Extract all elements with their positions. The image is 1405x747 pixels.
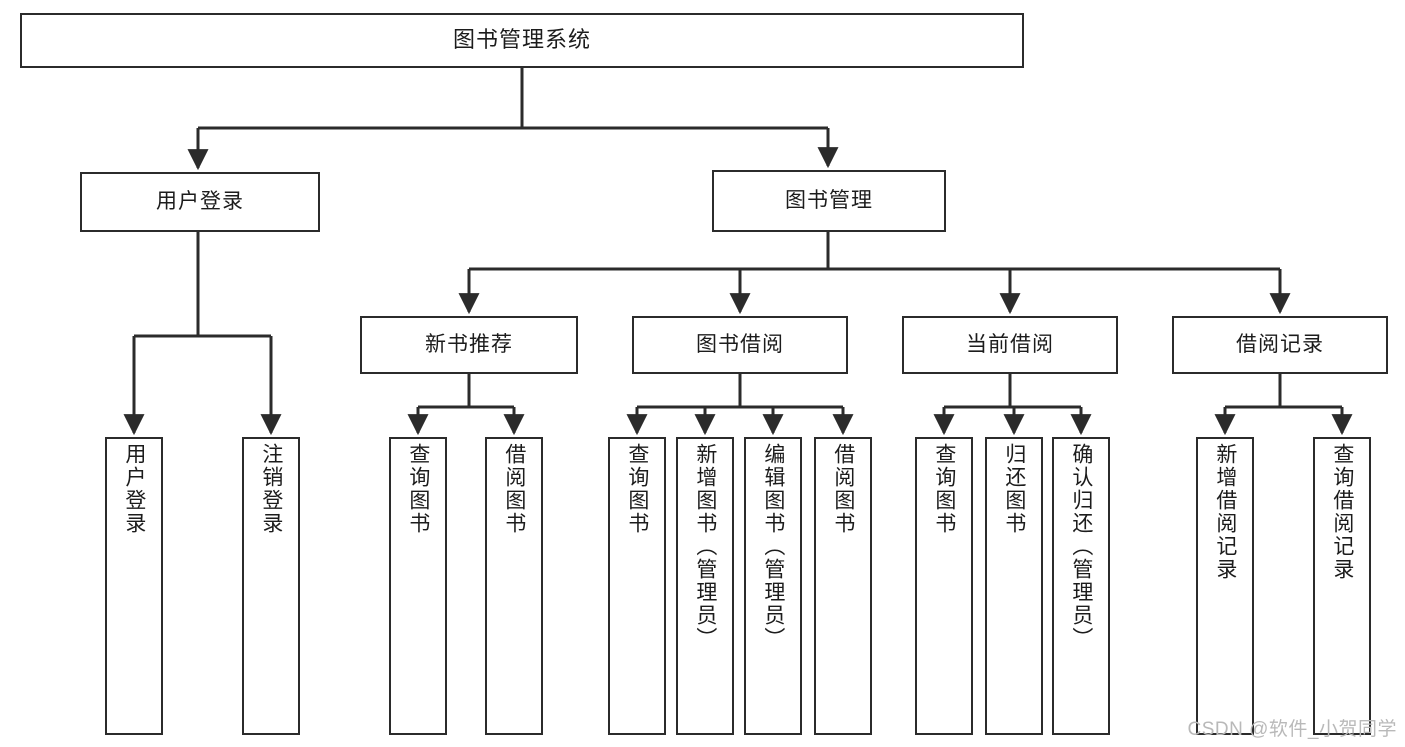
leaf-label: 查询图书: [406, 443, 430, 535]
watermark: CSDN @软件_小贺同学: [1187, 719, 1397, 740]
leaf-label: 借阅图书: [502, 443, 526, 535]
leaf-label: 注销登录: [259, 443, 283, 535]
node-user-login[interactable]: 用户登录: [80, 172, 320, 232]
leaf-label: 新增借阅记录: [1213, 443, 1237, 581]
leaf-label: 归还图书: [1002, 443, 1026, 535]
node-new-book-recommend[interactable]: 新书推荐: [360, 316, 578, 374]
leaf-label: 确认归还（管理员）: [1069, 443, 1093, 650]
leaf-logout[interactable]: 注销登录: [242, 437, 300, 735]
leaf-label: 查询图书: [625, 443, 649, 535]
leaf-label: 查询借阅记录: [1330, 443, 1354, 581]
leaf-label: 借阅图书: [831, 443, 855, 535]
leaf-label: 用户登录: [122, 443, 146, 535]
leaf-borrow-book-recommend[interactable]: 借阅图书: [485, 437, 543, 735]
leaf-return-book[interactable]: 归还图书: [985, 437, 1043, 735]
leaf-query-book-borrow[interactable]: 查询图书: [608, 437, 666, 735]
leaf-query-borrow-record[interactable]: 查询借阅记录: [1313, 437, 1371, 735]
leaf-query-book-current[interactable]: 查询图书: [915, 437, 973, 735]
leaf-label: 新增图书（管理员）: [693, 443, 717, 650]
node-book-borrow[interactable]: 图书借阅: [632, 316, 848, 374]
node-current-borrow[interactable]: 当前借阅: [902, 316, 1118, 374]
node-root-system[interactable]: 图书管理系统: [20, 13, 1024, 68]
leaf-user-login[interactable]: 用户登录: [105, 437, 163, 735]
node-book-management[interactable]: 图书管理: [712, 170, 946, 232]
leaf-add-borrow-record[interactable]: 新增借阅记录: [1196, 437, 1254, 735]
node-borrow-record[interactable]: 借阅记录: [1172, 316, 1388, 374]
leaf-borrow-book[interactable]: 借阅图书: [814, 437, 872, 735]
leaf-confirm-return-admin[interactable]: 确认归还（管理员）: [1052, 437, 1110, 735]
leaf-label: 查询图书: [932, 443, 956, 535]
leaf-edit-book-admin[interactable]: 编辑图书（管理员）: [744, 437, 802, 735]
leaf-add-book-admin[interactable]: 新增图书（管理员）: [676, 437, 734, 735]
leaf-query-book-recommend[interactable]: 查询图书: [389, 437, 447, 735]
leaf-label: 编辑图书（管理员）: [761, 443, 785, 650]
